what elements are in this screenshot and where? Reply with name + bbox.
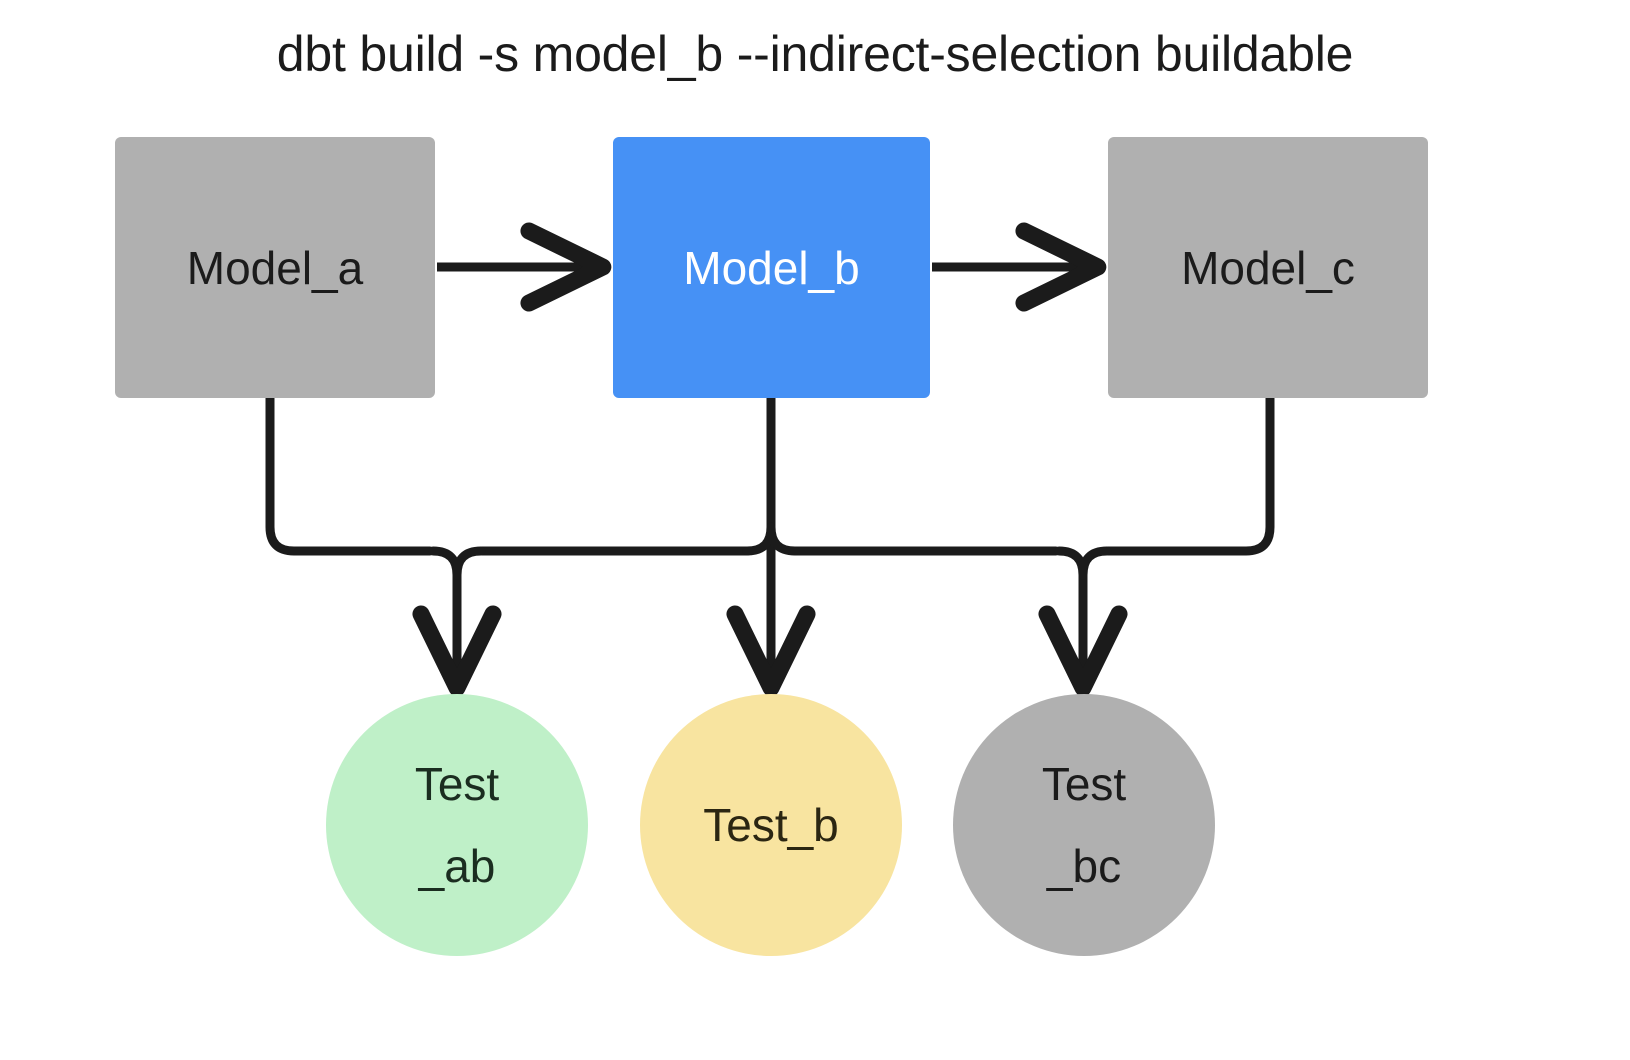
node-test-ab-label-line-2: _ab xyxy=(418,840,496,892)
edge-model-b-bus-left-fillet xyxy=(742,522,776,556)
node-test-b-label-line-1: Test_b xyxy=(703,799,839,851)
edge-bus-to-test-bc-right-fillet xyxy=(1078,546,1112,580)
edge-model-a-to-bus xyxy=(265,393,435,556)
diagram-title: dbt build -s model_b --indirect-selectio… xyxy=(276,26,1354,82)
node-model-c-label: Model_c xyxy=(1181,241,1355,294)
node-model-a-label: Model_a xyxy=(186,241,364,294)
edge-bus-to-test-ab xyxy=(412,546,502,697)
node-model-b-label: Model_b xyxy=(683,241,860,294)
edge-model-c-to-bus xyxy=(1103,393,1275,556)
edge-model-b-bus-right-fillet xyxy=(766,522,800,556)
node-model-c[interactable]: Model_c xyxy=(1108,137,1428,398)
node-test-bc-label-line-2: _bc xyxy=(1046,840,1122,892)
node-test-bc[interactable]: Test _bc xyxy=(953,694,1215,956)
edge-bus-to-test-bc xyxy=(1038,546,1128,697)
edge-bus-to-test-ab-right-fillet xyxy=(452,546,486,580)
node-test-b[interactable]: Test_b xyxy=(640,694,902,956)
node-test-ab-label-line-1: Test xyxy=(414,758,500,810)
node-test-ab[interactable]: Test _ab xyxy=(326,694,588,956)
node-test-bc-label-line-1: Test xyxy=(1041,758,1127,810)
node-model-a[interactable]: Model_a xyxy=(115,137,435,398)
node-model-b[interactable]: Model_b xyxy=(613,137,930,398)
